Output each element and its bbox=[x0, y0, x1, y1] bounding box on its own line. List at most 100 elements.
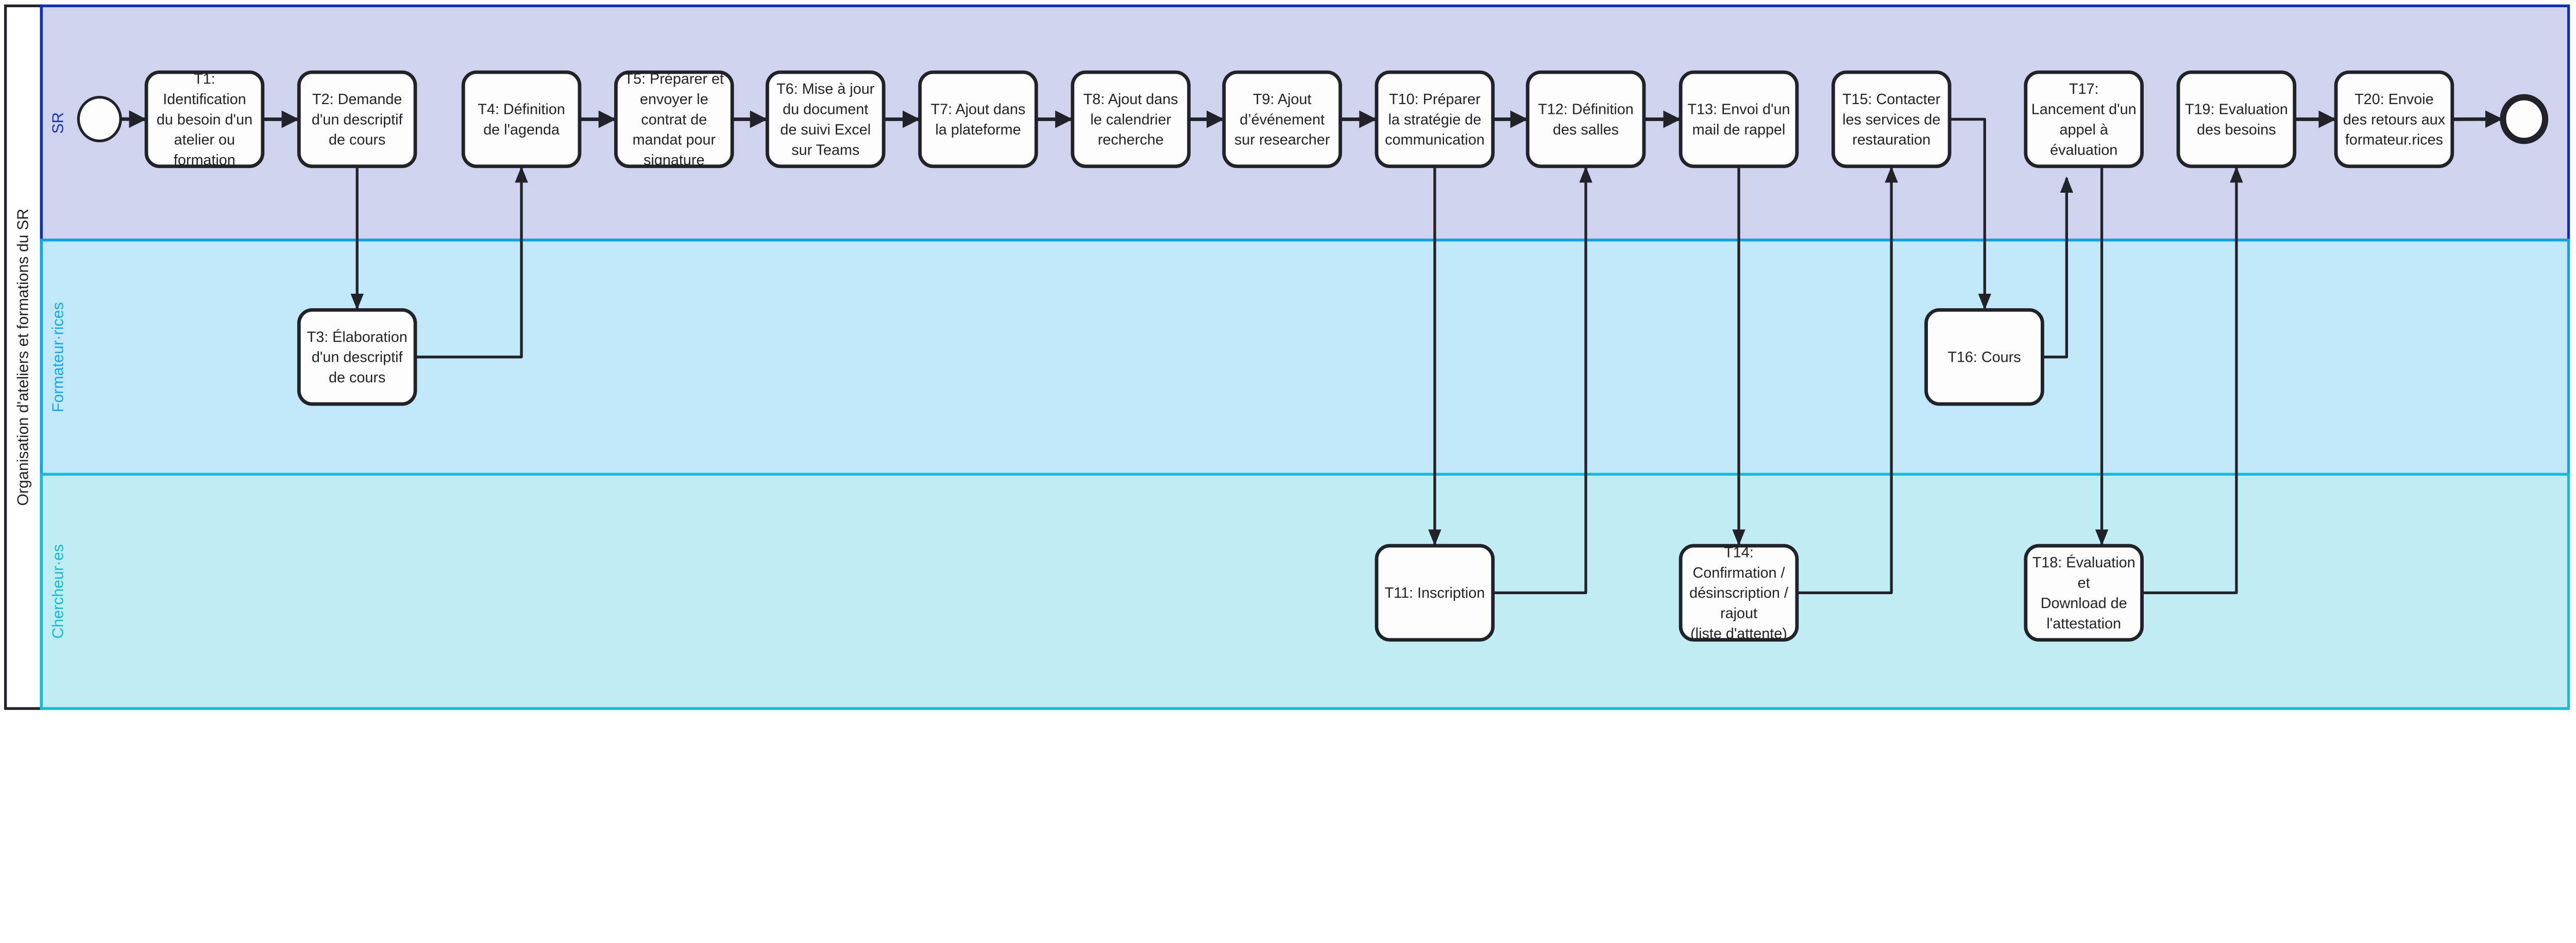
task-box bbox=[297, 308, 417, 406]
task-label-line: d'un descriptif bbox=[312, 111, 403, 128]
task-label-line: T8: Ajout dans bbox=[1083, 91, 1178, 108]
events bbox=[77, 94, 2549, 144]
start-event[interactable] bbox=[77, 95, 122, 143]
task-label: T10: Préparer la stratégie de communicatio… bbox=[1385, 91, 1484, 148]
pool-header bbox=[4, 4, 43, 710]
task-label-line: recherche bbox=[1098, 132, 1164, 148]
task-label-line: T10: Préparer bbox=[1389, 91, 1481, 108]
task-t12[interactable]: T12: Définition des salles bbox=[1526, 70, 1646, 169]
flow-t16-to-t17[interactable] bbox=[2042, 176, 2074, 359]
task-label-line: les services de bbox=[1842, 111, 1940, 128]
task-t11[interactable]: T11: Inscription bbox=[1375, 544, 1495, 642]
task-label-line: évaluation bbox=[2050, 142, 2117, 158]
flow-t11-to-t12[interactable] bbox=[1493, 166, 1592, 595]
task-label-line: T4: Définition bbox=[478, 102, 565, 118]
task-label: T19: Evaluation des besoins bbox=[2185, 102, 2288, 138]
task-label-line: T18: Évaluation bbox=[2032, 554, 2136, 571]
lane-label: SR bbox=[50, 112, 67, 134]
task-label-line: des salles bbox=[1553, 122, 1619, 138]
task-label-line: de cours bbox=[329, 132, 385, 148]
task-label-line: de cours bbox=[329, 369, 385, 386]
task-box bbox=[1924, 308, 2044, 406]
flow-t18-to-t19[interactable] bbox=[2142, 166, 2243, 595]
task-label-line: T11: Inscription bbox=[1385, 585, 1485, 601]
task-label-line: T16: Cours bbox=[1947, 349, 2021, 366]
task-box bbox=[1526, 70, 1646, 169]
task-label-line: sur researcher bbox=[1234, 132, 1330, 148]
task-label-line: mail de rappel bbox=[1692, 122, 1786, 138]
task-box bbox=[1375, 544, 1495, 642]
flow-t14-to-t15[interactable] bbox=[1797, 166, 1898, 595]
task-label-line: T3: Élaboration bbox=[307, 328, 408, 345]
task-label-line: formateur.rices bbox=[2345, 132, 2443, 148]
end-event[interactable] bbox=[2500, 94, 2549, 144]
task-label-line: la stratégie de bbox=[1388, 111, 1481, 128]
task-label-line: Identification bbox=[163, 91, 246, 108]
task-label-line: atelier ou bbox=[174, 132, 235, 148]
task-label-line: T19: Evaluation bbox=[2185, 102, 2288, 118]
task-box bbox=[2176, 70, 2297, 169]
task-box bbox=[461, 70, 582, 169]
task-label-line: sur Teams bbox=[791, 142, 859, 158]
task-label-line: Confirmation / bbox=[1692, 565, 1785, 581]
flow-t3-to-t4[interactable] bbox=[415, 166, 528, 359]
task-label-line: appel à bbox=[2059, 122, 2108, 138]
task-label: T11: Inscription bbox=[1385, 585, 1485, 601]
task-label-line: d’événement bbox=[1240, 111, 1325, 128]
task-t19[interactable]: T19: Evaluation des besoins bbox=[2176, 70, 2297, 169]
task-label-line: T14: bbox=[1724, 544, 1754, 561]
task-t16[interactable]: T16: Cours bbox=[1924, 308, 2044, 406]
task-label: T13: Envoi d'un mail de rappel bbox=[1687, 102, 1790, 138]
task-label-line: des besoins bbox=[2197, 122, 2276, 138]
task-label-line: formation bbox=[174, 152, 235, 169]
task-label-line: communication bbox=[1385, 132, 1484, 148]
task-label-line: d'un descriptif bbox=[312, 349, 403, 366]
task-label-line: T6: Mise à jour bbox=[776, 81, 875, 97]
task-label-line: de suivi Excel bbox=[780, 122, 871, 138]
task-box bbox=[1222, 70, 1342, 169]
task-label-line: T2: Demande bbox=[312, 91, 402, 108]
task-label-line: T13: Envoi d'un bbox=[1687, 102, 1790, 118]
task-t13[interactable]: T13: Envoi d'un mail de rappel bbox=[1679, 70, 1799, 169]
task-t15[interactable]: T15: Contacter les services de restauratio… bbox=[1831, 70, 1952, 169]
task-box bbox=[1071, 70, 1191, 169]
flow-t15-to-t16[interactable] bbox=[1950, 117, 1991, 310]
task-label: T2: Demande d'un descriptif de cours bbox=[312, 91, 403, 148]
task-t10[interactable]: T10: Préparer la stratégie de communicatio… bbox=[1375, 70, 1495, 169]
task-t3[interactable]: T3: Élaboration d'un descriptif de cours bbox=[297, 308, 417, 406]
task-t2[interactable]: T2: Demande d'un descriptif de cours bbox=[297, 70, 417, 169]
task-label-line: signature bbox=[643, 152, 704, 169]
task-label: T14:Confirmation /désinscription /rajout… bbox=[1689, 544, 1788, 642]
task-label-line: mandat pour bbox=[633, 132, 716, 148]
task-label-line: l'attestation bbox=[2046, 615, 2121, 632]
task-box bbox=[2334, 70, 2454, 169]
task-label-line: T12: Définition bbox=[1538, 102, 1633, 118]
task-label-line: et bbox=[2078, 575, 2090, 592]
task-label-line: T20: Envoie bbox=[2354, 91, 2434, 108]
task-label-line: Lancement d'un bbox=[2031, 102, 2137, 118]
task-label-line: T15: Contacter bbox=[1842, 91, 1941, 108]
task-t14[interactable]: T14:Confirmation /désinscription /rajout… bbox=[1679, 544, 1799, 642]
task-label-line: restauration bbox=[1852, 132, 1930, 148]
task-box bbox=[614, 70, 734, 169]
task-label: T12: Définition des salles bbox=[1538, 102, 1633, 138]
task-label-line: (liste d'attente) bbox=[1690, 626, 1787, 642]
